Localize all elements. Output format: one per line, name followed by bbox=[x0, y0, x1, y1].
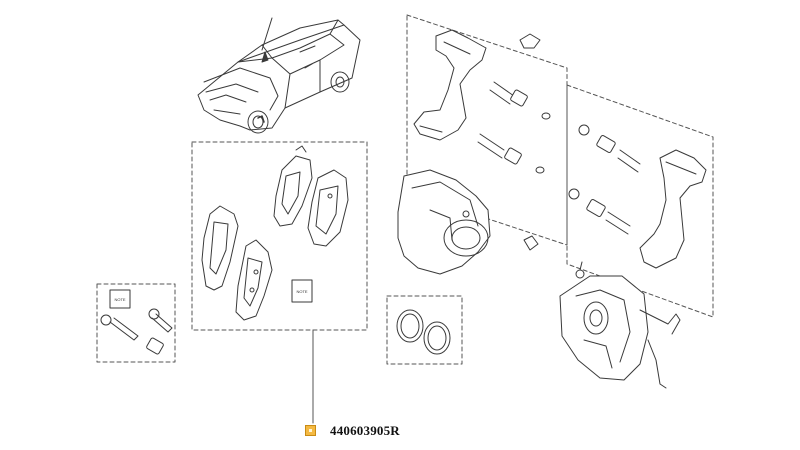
guide-pin-lower bbox=[100, 314, 164, 355]
guide-pins-set-right bbox=[568, 124, 641, 235]
brake-caliper-right bbox=[559, 261, 681, 389]
guide-pin-upper bbox=[148, 308, 173, 333]
instruction-sheet-small: NOTE bbox=[109, 289, 131, 309]
guide-pins-set-left bbox=[477, 81, 551, 174]
part-callout-marker-inner bbox=[309, 429, 312, 432]
brake-pad-4 bbox=[307, 169, 349, 247]
piston-seal-ring bbox=[396, 309, 424, 343]
caliper-carrier-kit-group bbox=[406, 14, 714, 318]
brake-pad-1 bbox=[201, 205, 239, 291]
carrier-bolt-top bbox=[519, 33, 541, 49]
sheet-large-label: NOTE bbox=[296, 289, 307, 294]
brake-pads-kit-group: NOTE bbox=[191, 141, 368, 424]
dust-boot-ring bbox=[423, 321, 451, 355]
carrier-bracket-left bbox=[413, 29, 487, 141]
brake-pad-2 bbox=[235, 239, 273, 321]
brake-caliper-left bbox=[397, 169, 539, 275]
vehicle-illustration bbox=[197, 17, 361, 134]
part-number-label[interactable]: 440603905R bbox=[330, 423, 400, 438]
part-callout-marker[interactable] bbox=[305, 425, 316, 436]
instruction-sheet-large: NOTE bbox=[291, 279, 313, 303]
sheet-small-label: NOTE bbox=[114, 297, 125, 302]
piston-seal-kit-group bbox=[386, 295, 463, 365]
guide-pin-kit-group: NOTE bbox=[96, 283, 176, 363]
carrier-bracket-right bbox=[639, 149, 707, 269]
brake-pad-3 bbox=[273, 145, 313, 227]
